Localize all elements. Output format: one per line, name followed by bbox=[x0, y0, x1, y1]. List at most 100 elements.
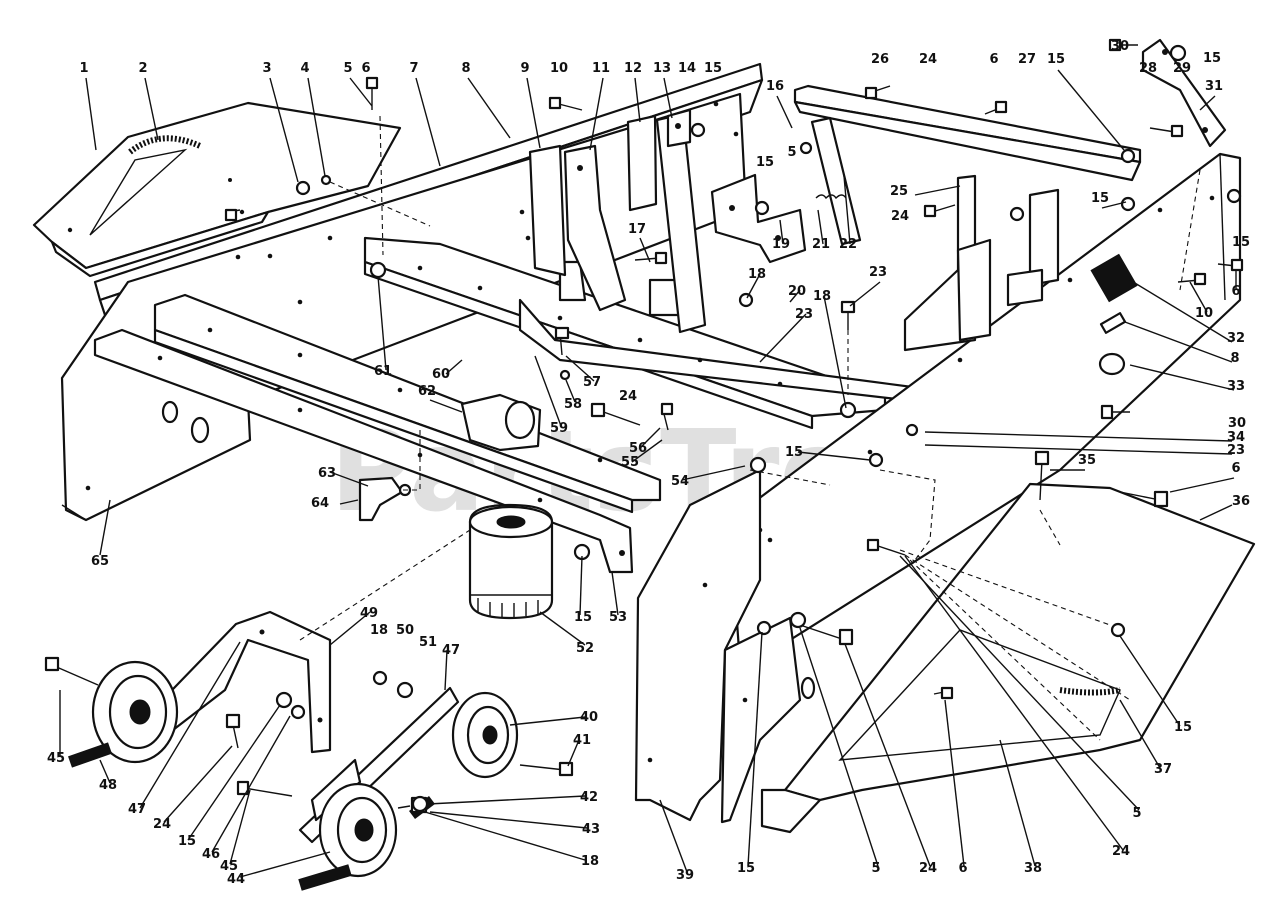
callout-10: 10 bbox=[550, 61, 568, 76]
callout-15: 15 bbox=[704, 61, 722, 76]
lift-lever bbox=[1141, 38, 1227, 148]
callout-15: 15 bbox=[1203, 51, 1221, 66]
callout-23: 23 bbox=[869, 265, 887, 280]
callout-6: 6 bbox=[1231, 461, 1240, 476]
callout-15: 15 bbox=[1174, 720, 1192, 735]
callout-24: 24 bbox=[153, 817, 171, 832]
callout-10: 10 bbox=[1195, 306, 1213, 321]
callout-15: 15 bbox=[737, 861, 755, 876]
callout-30: 30 bbox=[1111, 39, 1129, 54]
callout-30: 30 bbox=[1228, 416, 1246, 431]
callout-46: 46 bbox=[202, 847, 220, 862]
callout-5: 5 bbox=[871, 861, 880, 876]
callout-6: 6 bbox=[958, 861, 967, 876]
callout-58: 58 bbox=[564, 397, 582, 412]
callout-11: 11 bbox=[592, 61, 610, 76]
assembly-guide-lines bbox=[299, 115, 1201, 741]
callout-5: 5 bbox=[1132, 806, 1141, 821]
callout-54: 54 bbox=[671, 474, 689, 489]
pulley-front bbox=[318, 782, 398, 878]
callout-18: 18 bbox=[370, 623, 388, 638]
callout-60: 60 bbox=[432, 367, 450, 382]
callout-8: 8 bbox=[461, 61, 470, 76]
front-angle-rail-upper bbox=[153, 293, 662, 514]
callout-23: 23 bbox=[795, 307, 813, 322]
callout-31: 31 bbox=[1205, 79, 1223, 94]
callout-23: 23 bbox=[1227, 443, 1245, 458]
callout-5: 5 bbox=[787, 145, 796, 160]
callout-6: 6 bbox=[1231, 284, 1240, 299]
callout-24: 24 bbox=[619, 389, 637, 404]
callout-49: 49 bbox=[360, 606, 378, 621]
callout-8: 8 bbox=[1230, 351, 1239, 366]
callout-53: 53 bbox=[609, 610, 627, 625]
callout-20: 20 bbox=[788, 284, 806, 299]
callout-1: 1 bbox=[79, 61, 88, 76]
callout-15: 15 bbox=[756, 155, 774, 170]
callout-18: 18 bbox=[813, 289, 831, 304]
callout-43: 43 bbox=[582, 822, 600, 837]
callout-24: 24 bbox=[919, 861, 937, 876]
callout-47: 47 bbox=[442, 643, 460, 658]
callout-32: 32 bbox=[1227, 331, 1245, 346]
callout-4: 4 bbox=[300, 61, 309, 76]
rear-uprights bbox=[903, 174, 1060, 352]
lower-shield bbox=[760, 482, 1256, 834]
callout-15: 15 bbox=[178, 834, 196, 849]
pulley-middle bbox=[451, 691, 519, 779]
callout-19: 19 bbox=[772, 237, 790, 252]
callout-33: 33 bbox=[1227, 379, 1245, 394]
callout-65: 65 bbox=[91, 554, 109, 569]
front-angle-rail-lower bbox=[93, 328, 634, 574]
callout-50: 50 bbox=[396, 623, 414, 638]
right-rear-rail bbox=[793, 84, 1142, 182]
callout-24: 24 bbox=[891, 209, 909, 224]
callout-52: 52 bbox=[576, 641, 594, 656]
callout-29: 29 bbox=[1173, 61, 1191, 76]
oil-filter bbox=[468, 503, 554, 620]
callout-15: 15 bbox=[1232, 235, 1250, 250]
callout-28: 28 bbox=[1139, 61, 1157, 76]
callout-14: 14 bbox=[678, 61, 696, 76]
callout-40: 40 bbox=[580, 710, 598, 725]
callout-17: 17 bbox=[628, 222, 646, 237]
callout-7: 7 bbox=[409, 61, 418, 76]
callout-25: 25 bbox=[890, 184, 908, 199]
callout-3: 3 bbox=[262, 61, 271, 76]
callout-37: 37 bbox=[1154, 762, 1172, 777]
callout-57: 57 bbox=[583, 375, 601, 390]
callout-2: 2 bbox=[138, 61, 147, 76]
callout-27: 27 bbox=[1018, 52, 1036, 67]
callout-51: 51 bbox=[419, 635, 437, 650]
callout-15: 15 bbox=[1047, 52, 1065, 67]
callout-24: 24 bbox=[1112, 844, 1130, 859]
callout-39: 39 bbox=[676, 868, 694, 883]
callout-38: 38 bbox=[1024, 861, 1042, 876]
callout-6: 6 bbox=[361, 61, 370, 76]
callout-13: 13 bbox=[653, 61, 671, 76]
leader-lines bbox=[59, 69, 1237, 878]
callout-42: 42 bbox=[580, 790, 598, 805]
pivot-bracket bbox=[710, 116, 862, 264]
callout-26: 26 bbox=[871, 52, 889, 67]
callout-6: 6 bbox=[989, 52, 998, 67]
callout-48: 48 bbox=[99, 778, 117, 793]
oil-adapter bbox=[358, 393, 542, 522]
callout-24: 24 bbox=[919, 52, 937, 67]
callout-12: 12 bbox=[624, 61, 642, 76]
callout-45: 45 bbox=[47, 751, 65, 766]
callout-56: 56 bbox=[629, 441, 647, 456]
callout-45: 45 bbox=[220, 859, 238, 874]
callout-44: 44 bbox=[227, 872, 245, 887]
callout-9: 9 bbox=[520, 61, 529, 76]
callout-21: 21 bbox=[812, 237, 830, 252]
callout-5: 5 bbox=[343, 61, 352, 76]
callout-47: 47 bbox=[128, 802, 146, 817]
top-cover-shield bbox=[32, 101, 402, 278]
callout-41: 41 bbox=[573, 733, 591, 748]
callout-55: 55 bbox=[621, 455, 639, 470]
vertical-brackets bbox=[528, 108, 707, 334]
callout-34: 34 bbox=[1227, 430, 1245, 445]
